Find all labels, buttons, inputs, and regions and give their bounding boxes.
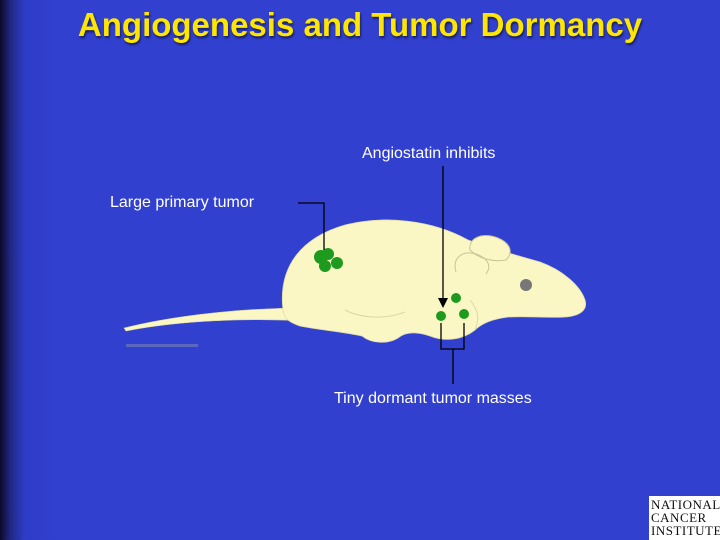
nci-logo-line: INSTITUTE [651,523,720,538]
angiostatin-label: Angiostatin inhibits [362,145,496,162]
dormant-masses-label: Tiny dormant tumor masses [334,390,532,407]
primary-tumor-leader-line [298,202,325,250]
mouse-ear [469,235,511,262]
nci-logo: NATIONAL CANCER INSTITUTE [649,496,720,540]
nci-logo-line: CANCER [651,510,707,525]
mouse-hind-leg-line [344,309,406,318]
primary-tumor-cell [331,257,343,269]
artist-credit-mark [126,344,198,347]
dormant-tumor-mass [451,293,461,303]
primary-tumor-cell [319,260,331,272]
dormant-tumor-mass [459,309,469,319]
mouse-front-leg-line [469,299,479,331]
mouse-body [281,219,587,343]
slide-title: Angiogenesis and Tumor Dormancy [77,6,643,43]
mouse-eye [520,279,532,291]
mouse-ear-inner [454,252,490,275]
angiostatin-arrowhead [438,298,448,308]
nci-logo-line: NATIONAL [651,497,720,512]
primary-tumor-cell [322,248,334,260]
primary-tumor-label: Large primary tumor [110,194,255,211]
mouse-tail [123,307,309,332]
dormant-tumor-mass [436,311,446,321]
